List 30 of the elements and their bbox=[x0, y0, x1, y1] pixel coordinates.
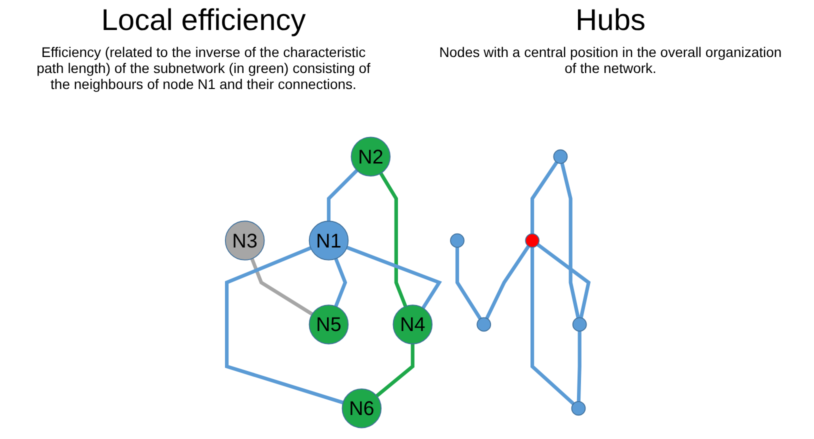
connector bbox=[225, 246, 344, 404]
node-circle: N3 bbox=[224, 220, 265, 260]
description-text: Nodes with a central position in the overall organization of the network. bbox=[438, 44, 783, 76]
panel-title: Local efficiency bbox=[100, 4, 307, 38]
connector bbox=[560, 162, 580, 318]
connector bbox=[379, 172, 408, 308]
description-text: Efficiency (related to the inverse of the characteristic path length) of the subnetwork (in green) consisting of the neighbours of node N1 and their connections. bbox=[36, 44, 372, 92]
connector bbox=[485, 245, 530, 320]
connector bbox=[250, 258, 314, 316]
node-circle bbox=[476, 317, 492, 332]
connector bbox=[530, 161, 558, 234]
connector bbox=[326, 169, 358, 222]
node-circle: N6 bbox=[342, 388, 382, 428]
node-circle bbox=[571, 401, 586, 416]
node-circle: N5 bbox=[308, 304, 349, 344]
node-circle bbox=[450, 233, 464, 248]
connector bbox=[576, 331, 582, 402]
connector bbox=[530, 247, 575, 406]
node-circle: N1 bbox=[308, 220, 349, 260]
connector bbox=[536, 243, 591, 318]
node-circle: N4 bbox=[392, 304, 432, 344]
connector bbox=[376, 344, 414, 398]
node-circle bbox=[525, 233, 540, 248]
connector bbox=[346, 246, 442, 310]
connector bbox=[455, 247, 482, 320]
node-circle bbox=[572, 317, 587, 332]
panel-title: Hubs bbox=[574, 4, 647, 38]
connector bbox=[334, 258, 348, 308]
node-circle bbox=[553, 149, 568, 164]
node-circle: N2 bbox=[350, 136, 391, 177]
